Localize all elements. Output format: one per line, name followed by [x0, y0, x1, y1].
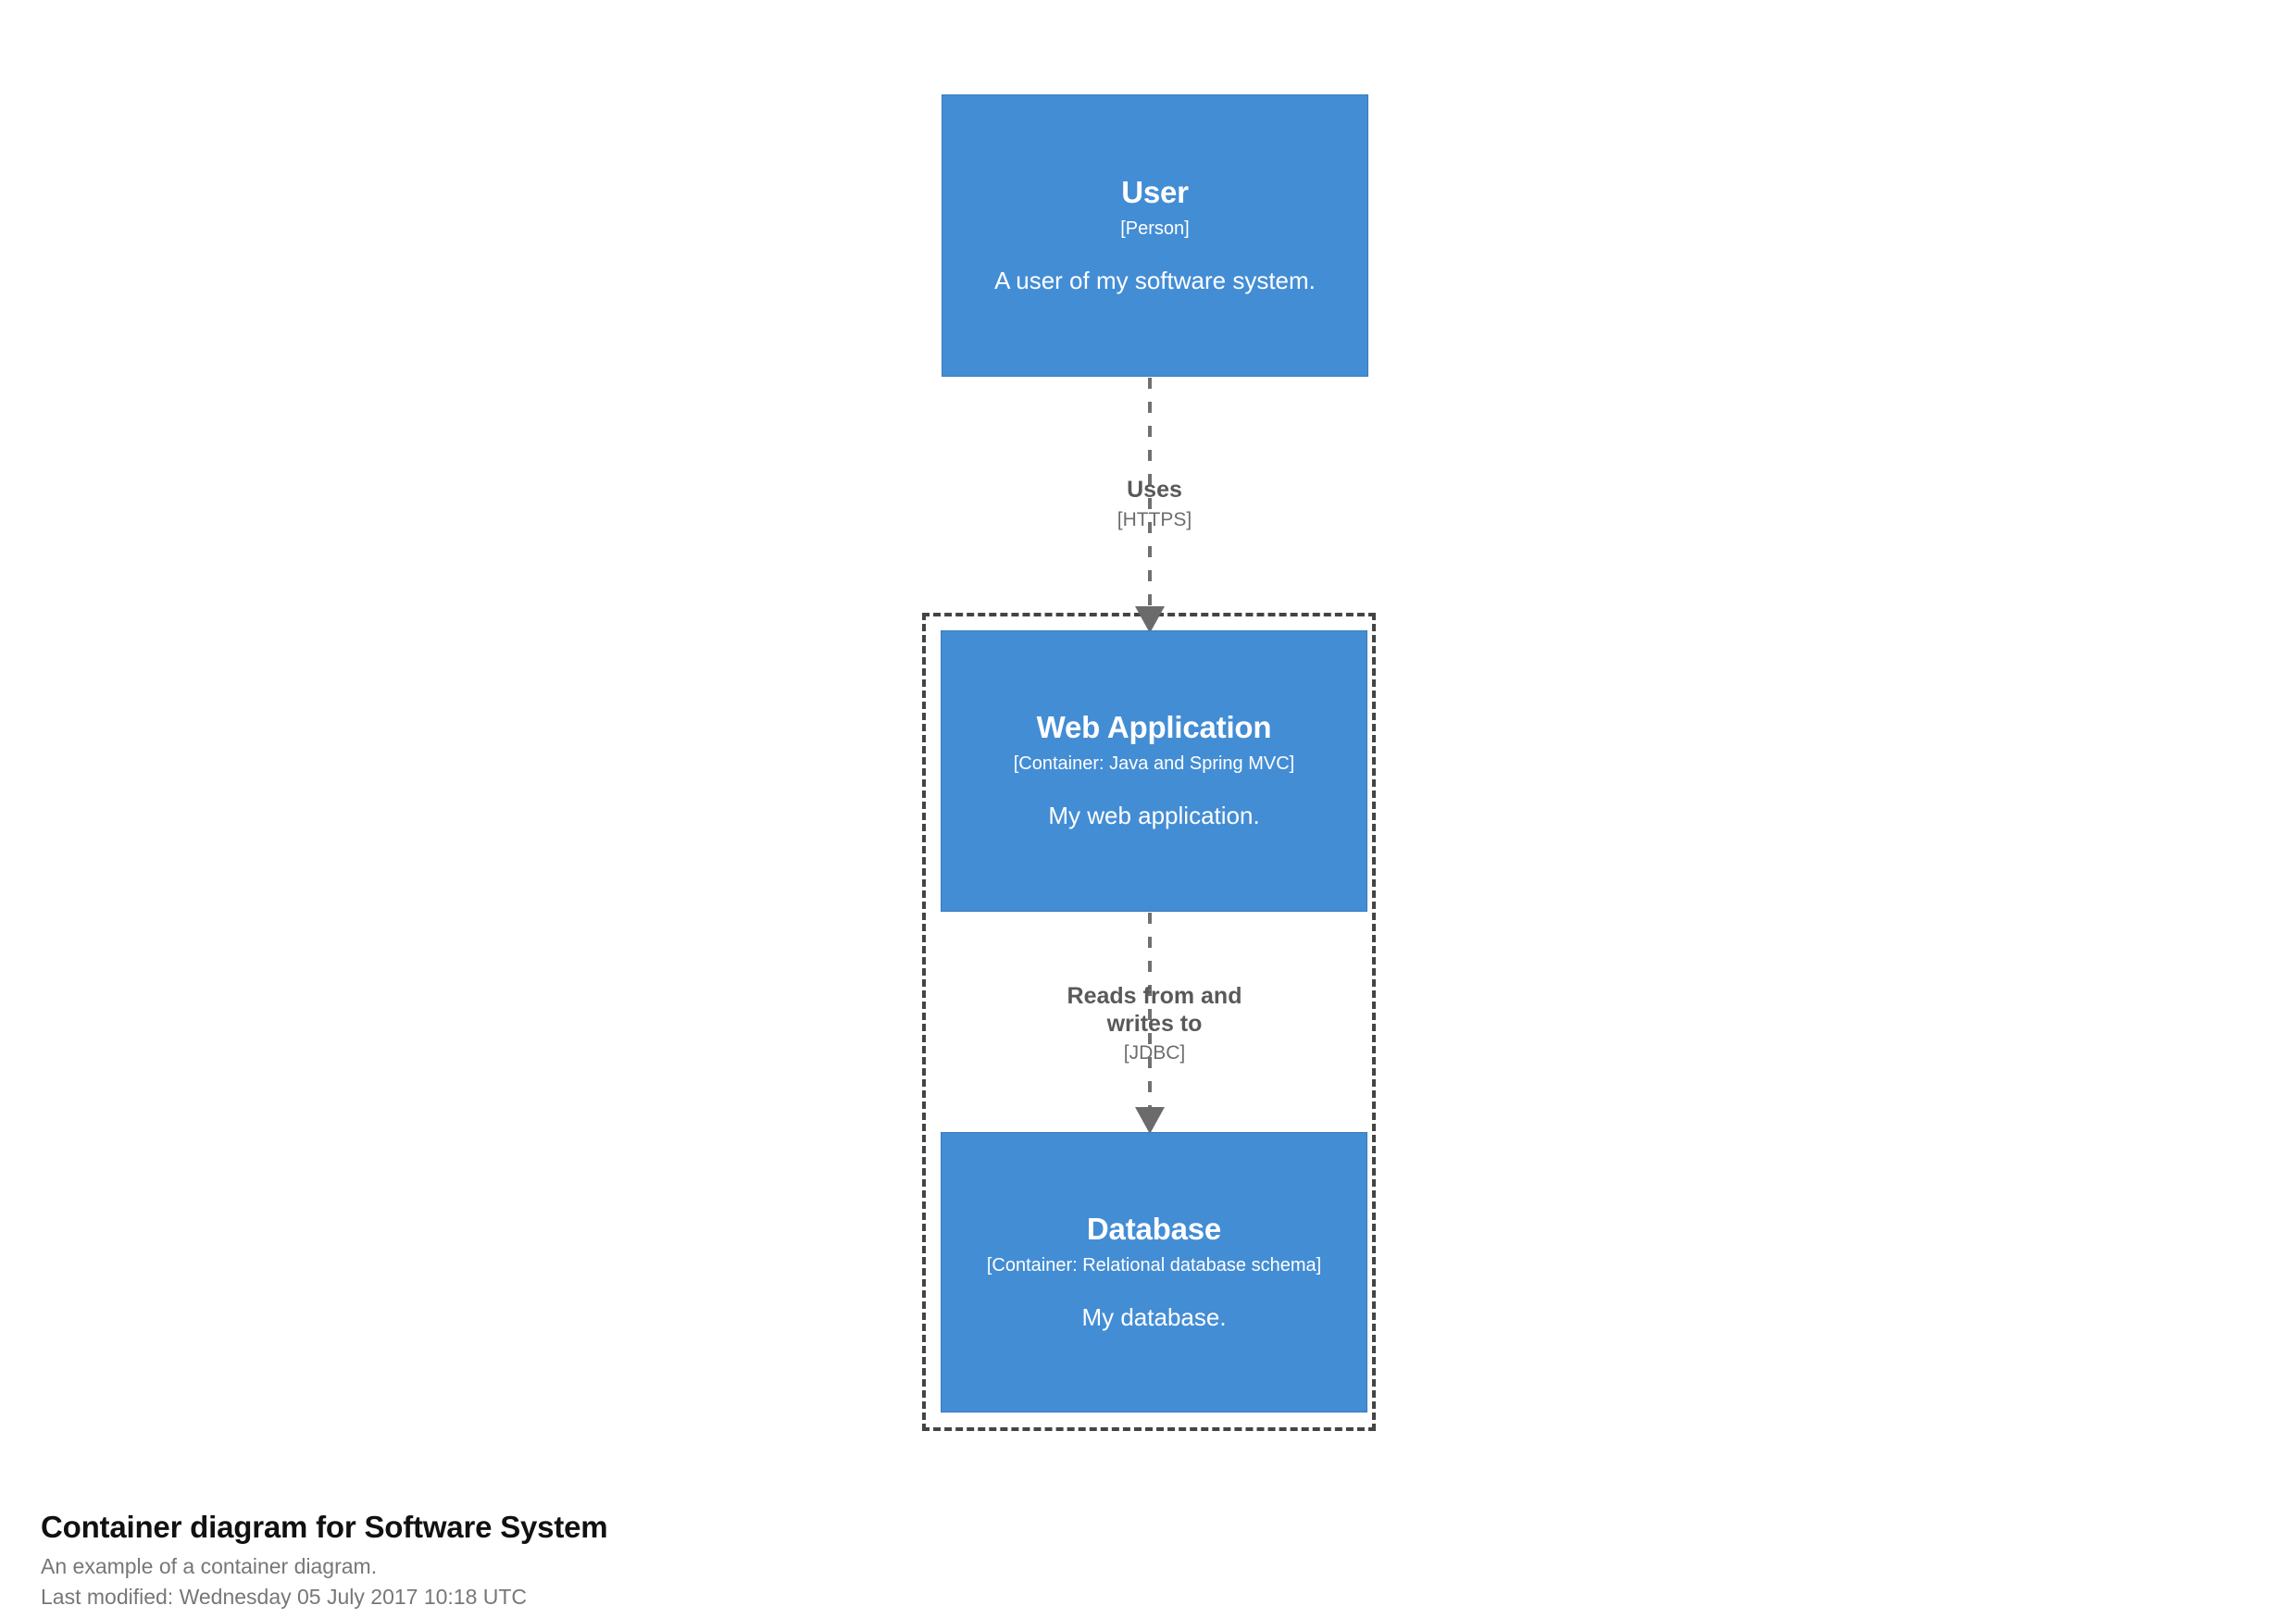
- diagram-subtitle: An example of a container diagram.: [41, 1553, 378, 1578]
- element-web-application-meta: [Container: Java and Spring MVC]: [1013, 753, 1295, 775]
- element-user-meta: [Person]: [1120, 218, 1190, 239]
- relationship-label-reads-writes[interactable]: Reads from and writes to [JDBC]: [960, 983, 1349, 1064]
- element-user-description: A user of my software system.: [994, 266, 1316, 294]
- relationship-reads-writes-description-line1: Reads from and: [1067, 983, 1242, 1009]
- element-database-name: Database: [1086, 1211, 1222, 1246]
- element-database-description: My database.: [1081, 1302, 1227, 1331]
- element-database[interactable]: Database [Container: Relational database…: [941, 1132, 1367, 1413]
- element-user-name: User: [1121, 174, 1189, 209]
- element-web-application[interactable]: Web Application [Container: Java and Spr…: [941, 630, 1367, 912]
- element-user[interactable]: User [Person] A user of my software syst…: [942, 94, 1368, 377]
- diagram-title: Container diagram for Software System: [41, 1510, 608, 1544]
- diagram-caption: Container diagram for Software System An…: [41, 1509, 1337, 1612]
- relationship-uses-technology: [HTTPS]: [1117, 508, 1192, 530]
- element-web-application-description: My web application.: [1048, 802, 1260, 830]
- element-database-meta: [Container: Relational database schema]: [986, 1254, 1322, 1276]
- relationship-reads-writes-technology: [JDBC]: [1123, 1042, 1186, 1064]
- element-web-application-name: Web Application: [1036, 710, 1272, 745]
- diagram-last-modified: Last modified: Wednesday 05 July 2017 10…: [41, 1584, 528, 1609]
- relationship-uses-description: Uses: [1127, 477, 1182, 503]
- relationship-reads-writes-description-line2: writes to: [1106, 1010, 1203, 1037]
- relationship-label-uses[interactable]: Uses [HTTPS]: [960, 477, 1349, 531]
